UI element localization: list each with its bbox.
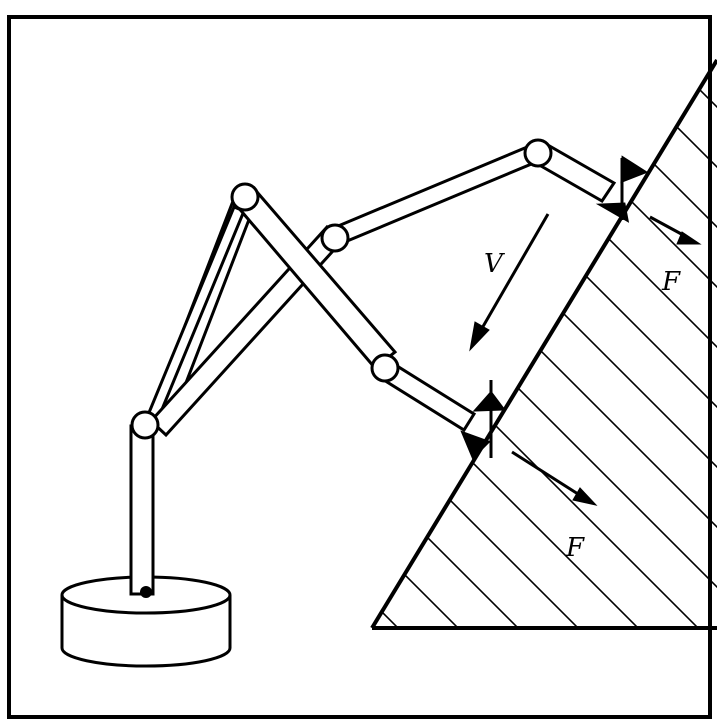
wall-surface-line [370, 58, 717, 630]
force-arrow-lower [511, 450, 598, 506]
link-top [328, 143, 544, 246]
label-force-lower: F [565, 533, 585, 563]
figure-frame [7, 15, 712, 719]
lower-gripper [460, 380, 506, 460]
joint-shoulder [130, 410, 160, 440]
joint-lower [370, 353, 400, 383]
force-arrow-upper [649, 215, 702, 245]
label-velocity: V [484, 249, 505, 279]
robot-column [129, 424, 155, 596]
robot-links [146, 142, 617, 438]
upper-gripper [595, 155, 649, 223]
velocity-arrow [469, 213, 550, 352]
joint-top-left [230, 182, 260, 212]
robot-joints [130, 138, 553, 440]
joint-top-right [523, 138, 553, 168]
joint-middle [320, 223, 350, 253]
label-force-upper: F [661, 267, 681, 297]
column-base-pin [140, 586, 152, 598]
